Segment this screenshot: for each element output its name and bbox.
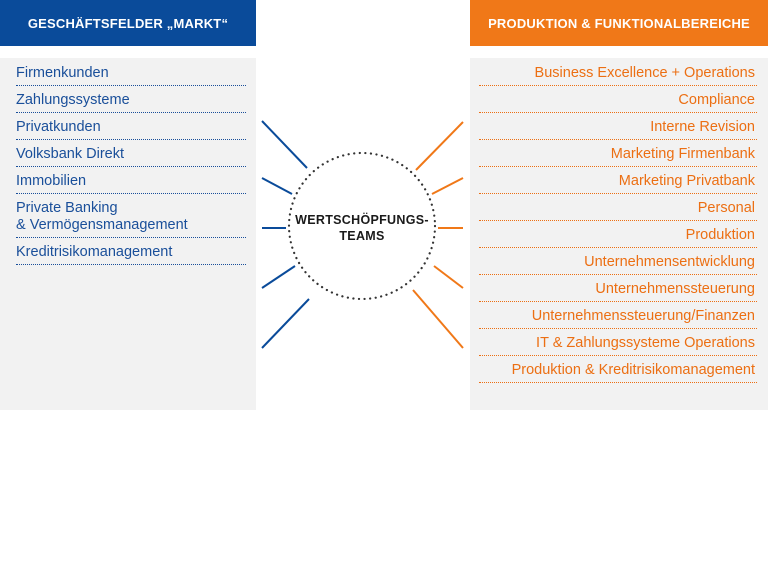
header-produktion: PRODUKTION & FUNKTIONALBEREICHE	[470, 0, 768, 46]
left-list-item: Kreditrisikomanagement	[16, 244, 246, 265]
right-connector-lines	[412, 121, 464, 349]
left-connector-line	[261, 120, 308, 169]
right-list-item: Unternehmenssteuerung/Finanzen	[479, 308, 757, 329]
right-connector-line	[412, 289, 464, 349]
right-list-item: Business Excellence + Operations	[479, 65, 757, 86]
right-list-item: Compliance	[479, 92, 757, 113]
right-list-item: Produktion & Kreditrisikomanagement	[479, 362, 757, 383]
left-list-item: Immobilien	[16, 173, 246, 194]
left-list-item-text: Kreditrisikomanagement	[16, 244, 173, 260]
center-label-line-1: WERTSCHÖPFUNGS-	[295, 213, 429, 227]
left-connector-line	[261, 298, 310, 349]
header-geschaeftsfelder: GESCHÄFTSFELDER „MARKT“	[0, 0, 256, 46]
left-connector-lines	[261, 120, 310, 349]
right-connector-line	[433, 265, 464, 289]
right-list-item: IT & Zahlungssysteme Operations	[479, 335, 757, 356]
left-list-item-text: Volksbank Direkt	[16, 146, 124, 162]
left-list-item-text: Private Banking	[16, 200, 118, 216]
header-produktion-label: PRODUKTION & FUNKTIONALBEREICHE	[488, 15, 750, 31]
left-list-item-text: Zahlungssysteme	[16, 92, 130, 108]
right-list-item: Personal	[479, 200, 757, 221]
right-list-item: Unternehmensentwicklung	[479, 254, 757, 275]
left-list-item-text: & Vermögensmanagement	[16, 217, 188, 233]
right-list-item: Produktion	[479, 227, 757, 248]
center-label: WERTSCHÖPFUNGS- TEAMS	[272, 212, 452, 244]
right-list-item: Marketing Privatbank	[479, 173, 757, 194]
right-list-item: Interne Revision	[479, 119, 757, 140]
left-list-item: Privatkunden	[16, 119, 246, 140]
left-connector-line	[261, 177, 293, 195]
left-list-item-text: Privatkunden	[16, 119, 101, 135]
center-label-line-2: TEAMS	[339, 229, 385, 243]
left-list-item: Private Banking& Vermögensmanagement	[16, 200, 246, 238]
header-geschaeftsfelder-label: GESCHÄFTSFELDER „MARKT“	[27, 15, 229, 31]
left-list-item: Volksbank Direkt	[16, 146, 246, 167]
left-list-item-text: Immobilien	[16, 173, 87, 189]
right-connector-line	[431, 177, 464, 195]
left-list-item: Zahlungssysteme	[16, 92, 246, 113]
right-list-item: Marketing Firmenbank	[479, 146, 757, 167]
left-list-item: Firmenkunden	[16, 65, 246, 86]
left-connector-line	[261, 265, 296, 289]
center-circle	[287, 151, 437, 301]
right-list-item: Unternehmenssteuerung	[479, 281, 757, 302]
left-list-item-text: Firmenkunden	[16, 65, 109, 81]
right-connector-line	[415, 121, 464, 171]
